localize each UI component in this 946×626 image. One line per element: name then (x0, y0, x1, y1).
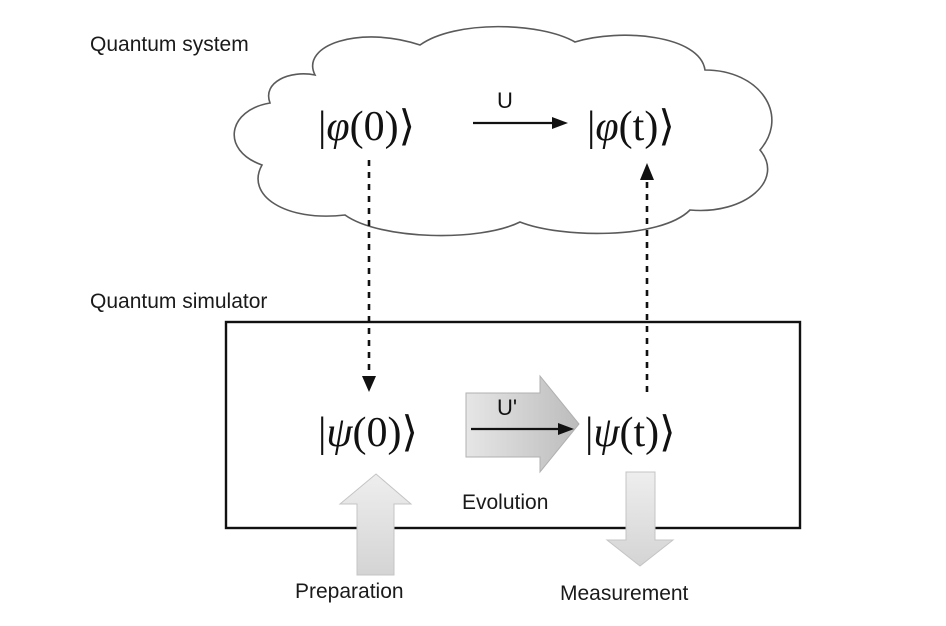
system-initial-state: |φ(0)⟩ (318, 104, 415, 150)
measurement-label: Measurement (560, 582, 689, 605)
quantum-simulator-label: Quantum simulator (90, 290, 267, 313)
operator-u-prime-label: U' (497, 395, 517, 420)
mapping-up-arrow (640, 163, 654, 392)
system-final-state: |φ(t)⟩ (587, 104, 675, 150)
quantum-system-cloud (233, 25, 773, 237)
mapping-down-arrow (362, 160, 376, 392)
operator-u-label: U (497, 88, 513, 113)
system-evolution-arrow (473, 117, 568, 129)
evolution-block-arrow (465, 374, 580, 474)
simulator-final-state: |ψ(t)⟩ (585, 410, 676, 456)
measurement-block-arrow (605, 471, 675, 567)
preparation-label: Preparation (295, 580, 404, 603)
evolution-label: Evolution (462, 491, 548, 514)
quantum-system-label: Quantum system (90, 33, 249, 56)
simulator-initial-state: |ψ(0)⟩ (318, 410, 418, 456)
simulator-evolution-arrow (471, 423, 574, 435)
preparation-block-arrow (338, 473, 413, 576)
quantum-simulator-box (224, 320, 802, 530)
